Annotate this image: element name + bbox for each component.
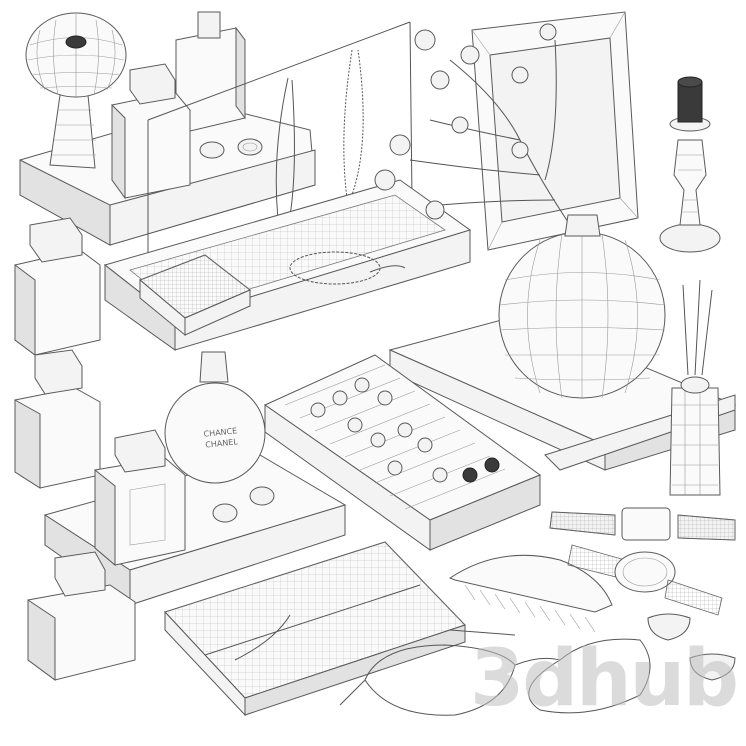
notebook (164, 541, 466, 717)
round-vase (498, 214, 666, 399)
mushroom-lamp (25, 12, 127, 169)
left-perfume-small (14, 349, 101, 489)
bracelet-chain (289, 251, 406, 285)
candlestick (659, 76, 721, 253)
reed-diffuser (669, 279, 721, 496)
left-perfume-tall (14, 217, 101, 356)
bottom-tray-earrings (212, 486, 275, 523)
tray-perfume-square (94, 429, 186, 567)
dried-branch (374, 23, 571, 226)
cushion-box (139, 254, 251, 337)
bottom-right-earrings (647, 613, 736, 681)
eyeglasses (339, 629, 651, 716)
chance-perfume (164, 351, 266, 484)
tray-earrings (199, 138, 263, 159)
watch-rectangular (549, 507, 736, 541)
ring-tray (263, 354, 542, 551)
watch-round (567, 544, 723, 616)
bottom-left-perfume (27, 551, 136, 681)
comb (448, 554, 613, 633)
tray-perfume-front (111, 63, 191, 200)
watermark-logo: 3dhub (470, 634, 739, 724)
